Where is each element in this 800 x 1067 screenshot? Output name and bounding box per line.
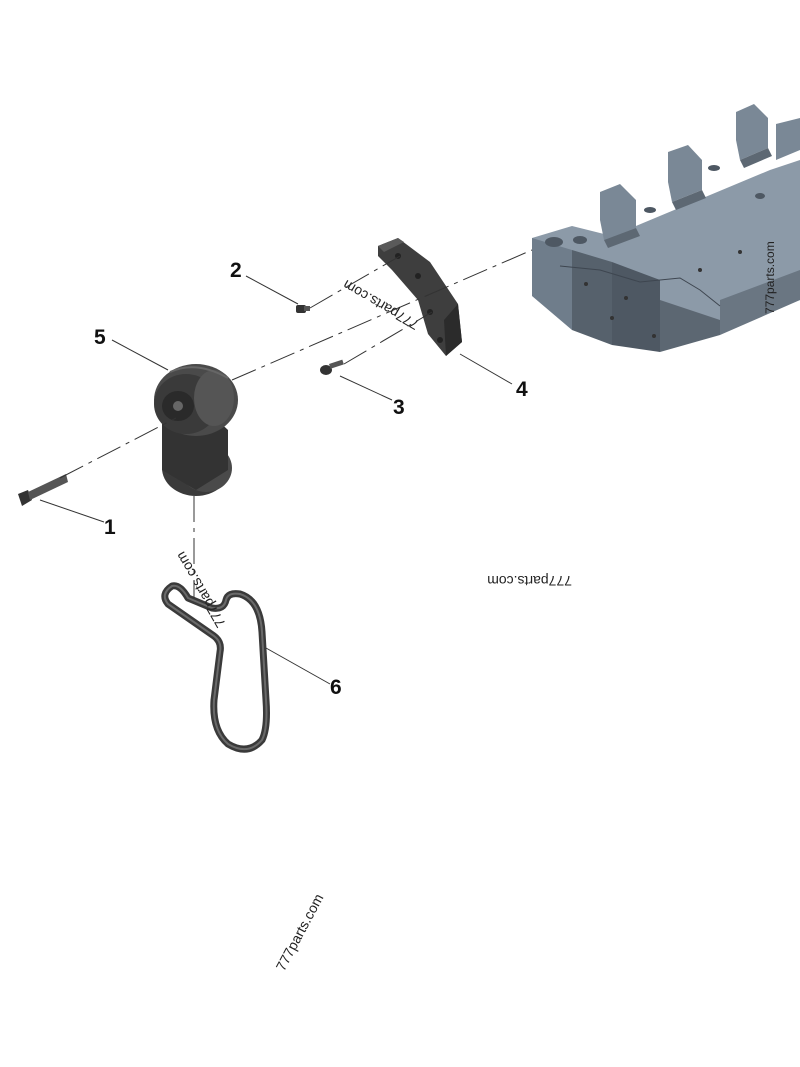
callout-1: 1 [104,516,116,539]
watermark-2: 777parts.com [487,573,572,589]
callout-3: 3 [393,396,405,419]
callout-leaders [39,275,513,685]
callout-5: 5 [94,326,106,349]
callout-numbers: 1 2 3 4 5 6 [94,259,528,699]
watermark-4: 777parts.com [273,891,327,973]
callout-6: 6 [330,676,342,699]
belt-tensioner-part [154,364,238,496]
bolt-part-1 [18,474,68,506]
callout-4: 4 [516,378,528,401]
assembly-centerlines [59,249,533,598]
watermarks: 777parts.com 777parts.com 777parts.com 7… [172,241,777,973]
watermark-5: 777parts.com [763,241,777,314]
bracket-part [378,238,462,356]
screw-part-3 [320,359,344,375]
screw-part-2 [296,305,310,313]
callout-2: 2 [230,259,242,282]
serpentine-belt-part [161,582,270,753]
engine-block [532,104,800,352]
